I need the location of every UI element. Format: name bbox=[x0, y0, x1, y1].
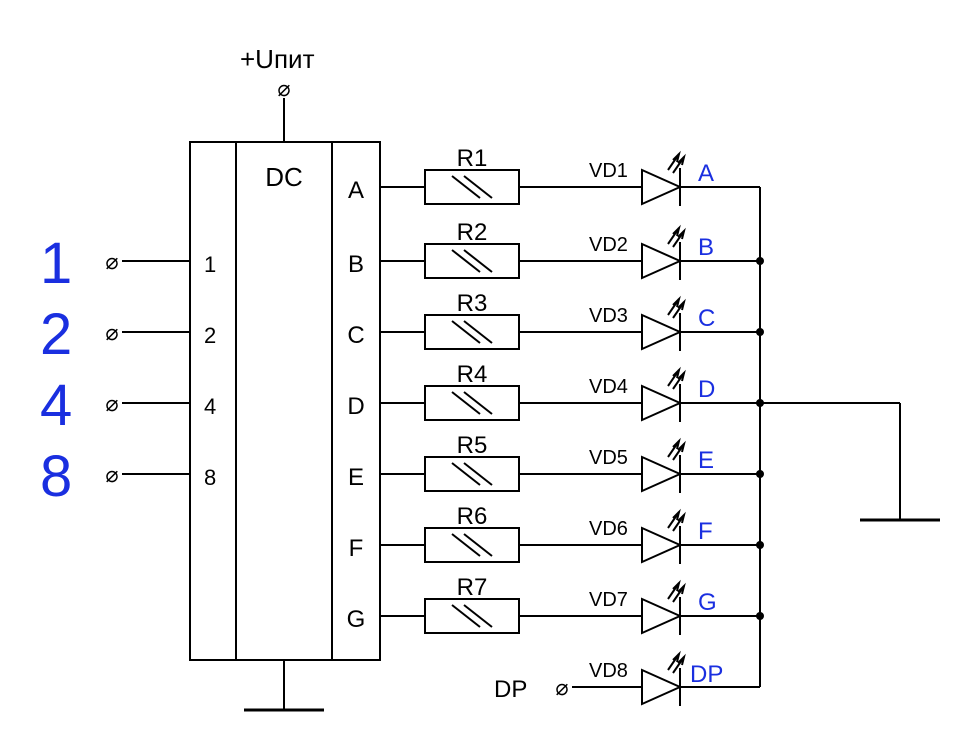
resistor-r1 bbox=[424, 169, 520, 205]
segment-label: C bbox=[698, 305, 715, 332]
dp-diode-label: VD8 bbox=[589, 660, 628, 682]
resistor-r4 bbox=[424, 385, 520, 421]
led-c bbox=[641, 295, 686, 351]
decoder-output-label: F bbox=[349, 535, 364, 562]
input-pin-label: 4 bbox=[204, 394, 216, 419]
decoder-output-label: G bbox=[347, 606, 366, 633]
input-number: 1 bbox=[40, 231, 72, 296]
segment-label: F bbox=[698, 518, 713, 545]
junction-dot bbox=[756, 470, 764, 478]
input-terminal-symbol: ⌀ bbox=[105, 391, 118, 416]
led-d bbox=[641, 366, 686, 422]
resistor-label: R7 bbox=[457, 574, 488, 601]
led-g bbox=[641, 579, 686, 635]
input-terminal-symbol: ⌀ bbox=[105, 462, 118, 487]
resistor-r2 bbox=[424, 243, 520, 279]
dp-input-label: DP bbox=[494, 676, 527, 703]
input-terminal-symbol: ⌀ bbox=[105, 320, 118, 345]
dp-terminal-symbol: ⌀ bbox=[555, 675, 568, 700]
dp-segment-label: DP bbox=[690, 661, 723, 688]
segment-label: G bbox=[698, 589, 717, 616]
resistor-label: R4 bbox=[457, 361, 488, 388]
led-f bbox=[641, 508, 686, 564]
diode-label: VD5 bbox=[589, 447, 628, 469]
resistor-label: R3 bbox=[457, 290, 488, 317]
diode-label: VD7 bbox=[589, 589, 628, 611]
junction-dots bbox=[756, 257, 764, 620]
supply-terminal-symbol: ⌀ bbox=[277, 76, 290, 101]
input-4: 4 ⌀ 4 bbox=[40, 373, 216, 438]
input-number: 2 bbox=[40, 302, 72, 367]
input-number: 4 bbox=[40, 373, 72, 438]
diode-label: VD3 bbox=[589, 305, 628, 327]
input-terminal-symbol: ⌀ bbox=[105, 249, 118, 274]
resistor-label: R5 bbox=[457, 432, 488, 459]
led-b bbox=[641, 224, 686, 280]
resistor-label: R6 bbox=[457, 503, 488, 530]
common-bus bbox=[759, 187, 940, 687]
input-pin-label: 8 bbox=[204, 465, 216, 490]
resistor-r3 bbox=[424, 314, 520, 350]
junction-dot bbox=[756, 328, 764, 336]
decoder-output-label: A bbox=[348, 177, 364, 204]
resistor-r5 bbox=[424, 456, 520, 492]
input-2: 2 ⌀ 2 bbox=[40, 302, 216, 367]
resistor-label: R2 bbox=[457, 219, 488, 246]
supply-label: +Uпит bbox=[240, 44, 315, 74]
input-pin-label: 2 bbox=[204, 323, 216, 348]
decoder-ground bbox=[244, 660, 324, 712]
decoder-output-label: C bbox=[347, 322, 364, 349]
decoder-output-label: B bbox=[348, 251, 364, 278]
resistor-r6 bbox=[424, 527, 520, 563]
segment-label: A bbox=[698, 160, 714, 187]
diode-label: VD4 bbox=[589, 376, 628, 398]
junction-dot bbox=[756, 257, 764, 265]
diode-label: VD2 bbox=[589, 234, 628, 256]
decoder-output-label: D bbox=[347, 393, 364, 420]
junction-dot bbox=[756, 541, 764, 549]
diode-label: VD6 bbox=[589, 518, 628, 540]
resistor-label: R1 bbox=[457, 145, 488, 172]
led-a bbox=[641, 150, 686, 206]
segment-label: D bbox=[698, 376, 715, 403]
input-number: 8 bbox=[40, 444, 72, 509]
dp-channel: DP ⌀ VD8 DP bbox=[494, 650, 760, 706]
diode-label: VD1 bbox=[589, 160, 628, 182]
led-e bbox=[641, 437, 686, 493]
decoder-output-label: E bbox=[348, 464, 364, 491]
input-pin-label: 1 bbox=[204, 252, 216, 277]
input-1: 1 ⌀ 1 bbox=[40, 231, 216, 296]
segment-label: B bbox=[698, 234, 714, 261]
segment-label: E bbox=[698, 447, 714, 474]
junction-dot bbox=[756, 399, 764, 407]
decoder-title: DC bbox=[265, 162, 303, 192]
resistor-r7 bbox=[424, 598, 520, 634]
led-dp bbox=[641, 650, 686, 706]
junction-dot bbox=[756, 612, 764, 620]
input-8: 8 ⌀ 8 bbox=[40, 444, 216, 509]
